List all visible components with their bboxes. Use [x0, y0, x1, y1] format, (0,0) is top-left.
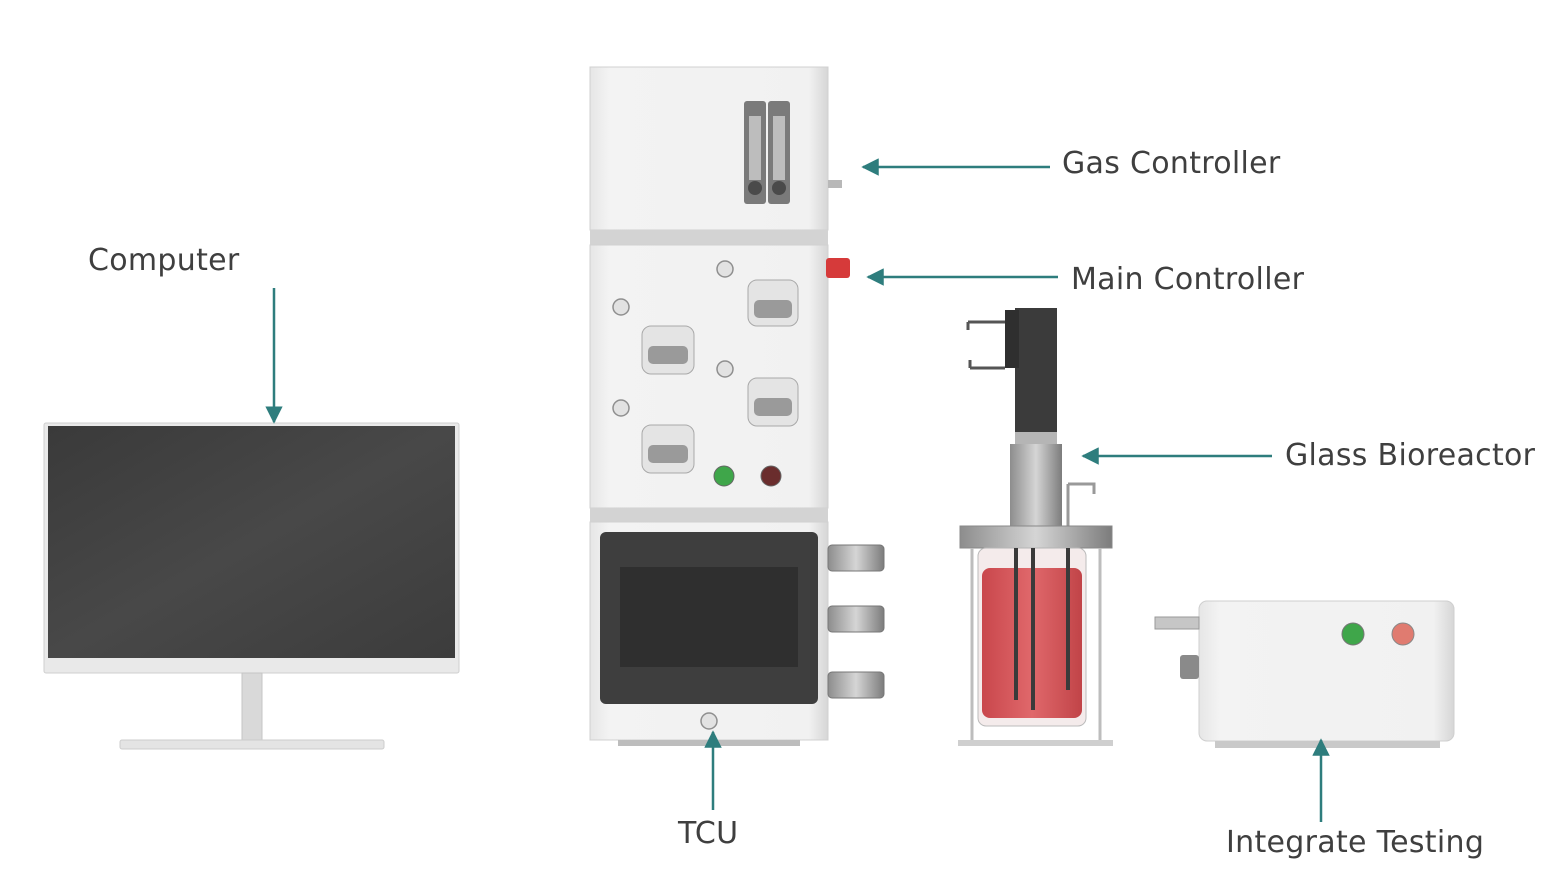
controller-tower — [589, 66, 885, 746]
label-computer: Computer — [88, 243, 240, 278]
green-status-light — [1341, 622, 1365, 646]
port-knobs — [612, 260, 734, 417]
monitor-screen — [48, 426, 455, 658]
label-tcu: TCU — [678, 816, 739, 851]
gas-outlet-port — [828, 180, 842, 188]
red-indicator-light — [760, 465, 782, 487]
gas-controller-unit — [589, 66, 829, 231]
callout-arrows — [265, 158, 1330, 822]
green-indicator-light — [713, 465, 735, 487]
tcu-fittings — [827, 544, 885, 699]
label-glass-bioreactor: Glass Bioreactor — [1285, 438, 1536, 473]
red-status-light — [1391, 622, 1415, 646]
emergency-stop — [826, 258, 850, 278]
label-integrate-testing: Integrate Testing — [1226, 825, 1485, 860]
computer-monitor — [43, 422, 460, 750]
stirrer-motor — [1015, 308, 1057, 432]
label-main-controller: Main Controller — [1071, 262, 1305, 297]
label-gas-controller: Gas Controller — [1062, 146, 1281, 181]
glass-bioreactor — [958, 308, 1113, 746]
integrate-testing-unit — [1154, 600, 1455, 748]
peristaltic-pumps — [641, 279, 799, 474]
